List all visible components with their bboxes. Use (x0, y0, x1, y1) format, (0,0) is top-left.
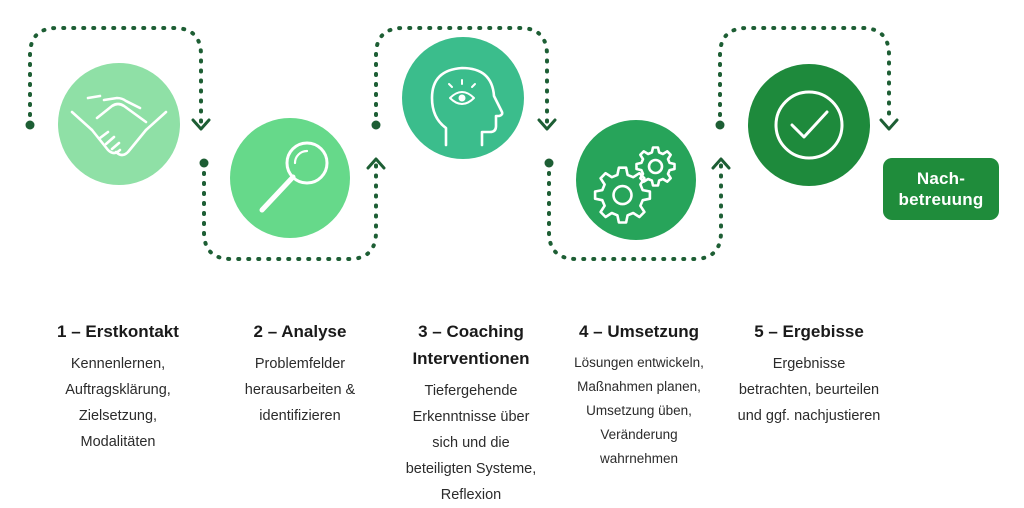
start-dot-4 (544, 158, 554, 168)
connector-5-end (718, 26, 891, 127)
handshake-icon (70, 94, 168, 157)
step-3-desc-line: Erkenntnisse über (412, 409, 530, 425)
start-dot-1 (25, 120, 35, 130)
checkmark-icon (774, 90, 844, 160)
step-3-desc-line: Reflexion (440, 487, 502, 503)
step-1-title-line: 1 – Erstkontakt (57, 322, 179, 341)
step-3-description: Tiefergehende Erkenntnisse über sich und… (386, 378, 556, 508)
step-3-desc-line: sich und die (432, 435, 510, 451)
connector-4-5 (547, 161, 723, 261)
step-2-desc-line: identifizieren (259, 408, 341, 424)
chevron-down-icon (537, 118, 557, 131)
connector-1-2 (28, 26, 203, 127)
final-step-label-line2: betreuung (898, 190, 984, 209)
chevron-down-icon (191, 118, 211, 131)
step-2: 2 – Analyse Problemfelder herausarbeiten… (215, 318, 385, 429)
step-1-desc-line: Modalitäten (80, 434, 156, 450)
step-1-circle (58, 63, 180, 185)
chevron-down-icon (879, 118, 899, 131)
start-dot-5 (715, 120, 725, 130)
start-dot-3 (371, 120, 381, 130)
step-4-desc-line: wahrnehmen (599, 451, 679, 466)
step-2-title: 2 – Analyse (215, 318, 385, 345)
step-5: 5 – Ergebisse Ergebnisse betrachten, beu… (725, 318, 893, 429)
start-dot-2 (199, 158, 209, 168)
step-5-title: 5 – Ergebisse (725, 318, 893, 345)
step-2-title-line: 2 – Analyse (253, 322, 347, 341)
step-4-title-line: 4 – Umsetzung (579, 322, 699, 341)
step-5-description: Ergebnisse betrachten, beurteilen und gg… (725, 351, 893, 429)
step-5-circle (748, 64, 870, 186)
final-step-label-line1: Nach- (916, 169, 966, 188)
step-3-title-line: Interventionen (412, 349, 530, 368)
step-5-desc-line: und ggf. nachjustieren (737, 408, 881, 424)
connector-2-3 (202, 161, 378, 261)
step-2-desc-line: herausarbeiten & (244, 382, 356, 398)
step-3-title: 3 – Coaching Interventionen (386, 318, 556, 372)
connector-3-4 (374, 26, 549, 127)
step-4-desc-line: Lösungen entwickeln, (574, 355, 704, 370)
chevron-up-icon (711, 157, 731, 170)
step-2-desc-line: Problemfelder (254, 356, 346, 372)
step-2-description: Problemfelder herausarbeiten & identifiz… (215, 351, 385, 429)
step-3-desc-line: beteiligten Systeme, (405, 461, 537, 477)
step-4-circle (576, 120, 696, 240)
step-1-desc-line: Auftragsklärung, (65, 382, 171, 398)
step-3-desc-line: Tiefergehende (424, 383, 518, 399)
step-1: 1 – Erstkontakt Kennenlernen, Auftragskl… (28, 318, 208, 455)
step-5-desc-line: betrachten, beurteilen (738, 382, 880, 398)
step-4-desc-line: Maßnahmen planen, (577, 379, 701, 394)
chevron-up-icon (366, 157, 386, 170)
final-step-box: Nach- betreuung (883, 158, 999, 220)
step-1-description: Kennenlernen, Auftragsklärung, Zielsetzu… (28, 351, 208, 455)
step-4-title: 4 – Umsetzung (556, 318, 722, 345)
step-1-desc-line: Zielsetzung, (78, 408, 158, 424)
step-1-title: 1 – Erstkontakt (28, 318, 208, 345)
step-4: 4 – Umsetzung Lösungen entwickeln, Maßna… (556, 318, 722, 471)
magnifier-icon (259, 141, 329, 213)
step-4-description: Lösungen entwickeln, Maßnahmen planen, U… (556, 351, 722, 471)
step-4-desc-line: Veränderung (600, 427, 678, 442)
step-5-title-line: 5 – Ergebisse (754, 322, 864, 341)
step-3-title-line: 3 – Coaching (418, 322, 524, 341)
gears-icon (593, 146, 676, 224)
step-5-desc-line: Ergebnisse (772, 356, 846, 372)
head-eye-icon (430, 66, 504, 147)
step-3: 3 – Coaching Interventionen Tiefergehend… (386, 318, 556, 508)
process-diagram (25, 26, 899, 261)
step-1-desc-line: Kennenlernen, (70, 356, 166, 372)
step-4-desc-line: Umsetzung üben, (586, 403, 692, 418)
